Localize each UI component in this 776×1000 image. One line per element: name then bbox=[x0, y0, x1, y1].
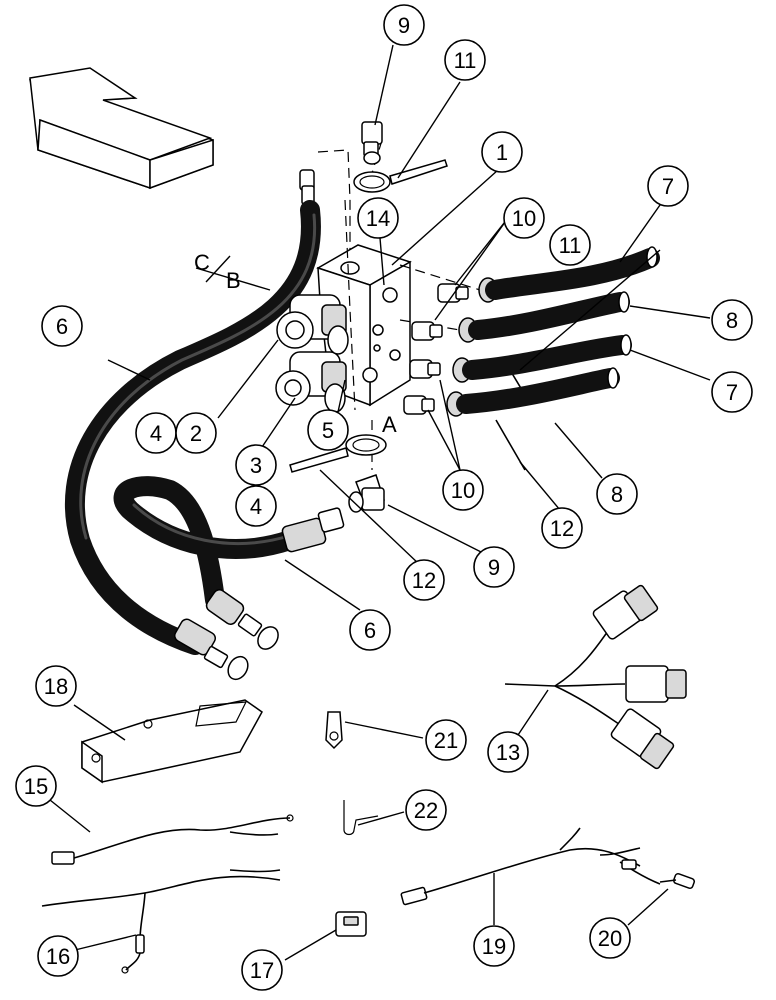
svg-text:9: 9 bbox=[398, 13, 410, 38]
svg-text:8: 8 bbox=[611, 482, 623, 507]
callout-5: 5 bbox=[307, 409, 349, 451]
fittings-10 bbox=[403, 283, 469, 415]
svg-text:19: 19 bbox=[482, 934, 506, 959]
port-label-cb: C B bbox=[194, 250, 241, 293]
callout-22: 22 bbox=[405, 789, 447, 831]
callout-12-right: 12 bbox=[541, 507, 583, 549]
svg-text:8: 8 bbox=[726, 308, 738, 333]
connector-17 bbox=[335, 911, 367, 937]
svg-text:7: 7 bbox=[726, 380, 738, 405]
callout-9-bottom: 9 bbox=[473, 546, 515, 588]
callout-15: 15 bbox=[15, 765, 57, 807]
svg-text:10: 10 bbox=[512, 206, 536, 231]
svg-text:11: 11 bbox=[454, 48, 477, 73]
callout-4-top: 4 bbox=[135, 412, 177, 454]
svg-text:10: 10 bbox=[451, 478, 475, 503]
callout-14: 14 bbox=[357, 197, 399, 239]
callout-13: 13 bbox=[487, 731, 529, 773]
cable-tie-12-left bbox=[289, 434, 387, 473]
svg-text:3: 3 bbox=[250, 453, 262, 478]
callout-20: 20 bbox=[589, 917, 631, 959]
svg-text:21: 21 bbox=[434, 728, 458, 753]
svg-text:4: 4 bbox=[250, 494, 262, 519]
callout-19: 19 bbox=[473, 925, 515, 967]
callout-11-top: 11 bbox=[444, 39, 486, 81]
elbow-fitting-9-bottom bbox=[348, 474, 385, 513]
hose-6-short bbox=[113, 476, 345, 650]
svg-text:6: 6 bbox=[364, 618, 376, 643]
svg-text:B: B bbox=[226, 268, 241, 293]
callout-17: 17 bbox=[241, 949, 283, 991]
callout-11-right: 11 bbox=[549, 224, 591, 266]
svg-text:9: 9 bbox=[488, 555, 500, 580]
svg-text:1: 1 bbox=[496, 140, 508, 165]
callout-10-top: 10 bbox=[503, 197, 545, 239]
svg-text:7: 7 bbox=[662, 174, 674, 199]
callout-2: 2 bbox=[175, 412, 217, 454]
harness-15 bbox=[51, 814, 294, 865]
svg-text:12: 12 bbox=[412, 568, 436, 593]
svg-text:6: 6 bbox=[56, 314, 68, 339]
svg-text:13: 13 bbox=[496, 740, 520, 765]
svg-text:C: C bbox=[194, 250, 210, 275]
callout-7-top: 7 bbox=[647, 165, 689, 207]
callout-16: 16 bbox=[37, 935, 79, 977]
harness-13 bbox=[504, 584, 687, 770]
callout-10-bottom: 10 bbox=[442, 469, 484, 511]
svg-text:22: 22 bbox=[414, 798, 438, 823]
shield-bracket-18 bbox=[81, 699, 263, 784]
hose-6-long bbox=[64, 169, 321, 681]
leader-lines bbox=[49, 44, 711, 961]
svg-text:15: 15 bbox=[24, 774, 48, 799]
callout-12-left: 12 bbox=[403, 559, 445, 601]
svg-text:4: 4 bbox=[150, 421, 162, 446]
clip-21 bbox=[325, 711, 343, 750]
svg-text:5: 5 bbox=[322, 418, 334, 443]
callout-9-top: 9 bbox=[383, 4, 425, 46]
callout-3: 3 bbox=[235, 444, 277, 486]
svg-text:20: 20 bbox=[598, 926, 622, 951]
svg-text:17: 17 bbox=[250, 958, 274, 983]
direction-arrow bbox=[29, 67, 214, 190]
callout-18: 18 bbox=[35, 665, 77, 707]
valve-block bbox=[275, 244, 412, 413]
cable-tie-11-top bbox=[353, 159, 448, 193]
callout-4-bottom: 4 bbox=[235, 485, 277, 527]
svg-text:14: 14 bbox=[366, 206, 390, 231]
hoses-7-8 bbox=[446, 246, 660, 417]
callout-21: 21 bbox=[425, 719, 467, 761]
port-label-a: A bbox=[382, 412, 397, 437]
callout-8-top: 8 bbox=[711, 299, 753, 341]
svg-text:16: 16 bbox=[46, 944, 70, 969]
harness-19-20 bbox=[400, 827, 696, 906]
svg-text:12: 12 bbox=[550, 516, 574, 541]
callout-7-bottom: 7 bbox=[711, 371, 753, 413]
callout-6-bottom: 6 bbox=[349, 609, 391, 651]
elbow-fitting-9-top bbox=[361, 121, 383, 165]
harness-16 bbox=[41, 869, 281, 974]
pin-22 bbox=[343, 800, 379, 836]
callout-6-top: 6 bbox=[41, 305, 83, 347]
callout-1: 1 bbox=[481, 131, 523, 173]
cable-tie-11-12-right bbox=[495, 369, 526, 471]
svg-text:11: 11 bbox=[559, 233, 582, 258]
svg-text:2: 2 bbox=[190, 421, 202, 446]
callout-8-bottom: 8 bbox=[596, 473, 638, 515]
svg-text:18: 18 bbox=[44, 674, 68, 699]
